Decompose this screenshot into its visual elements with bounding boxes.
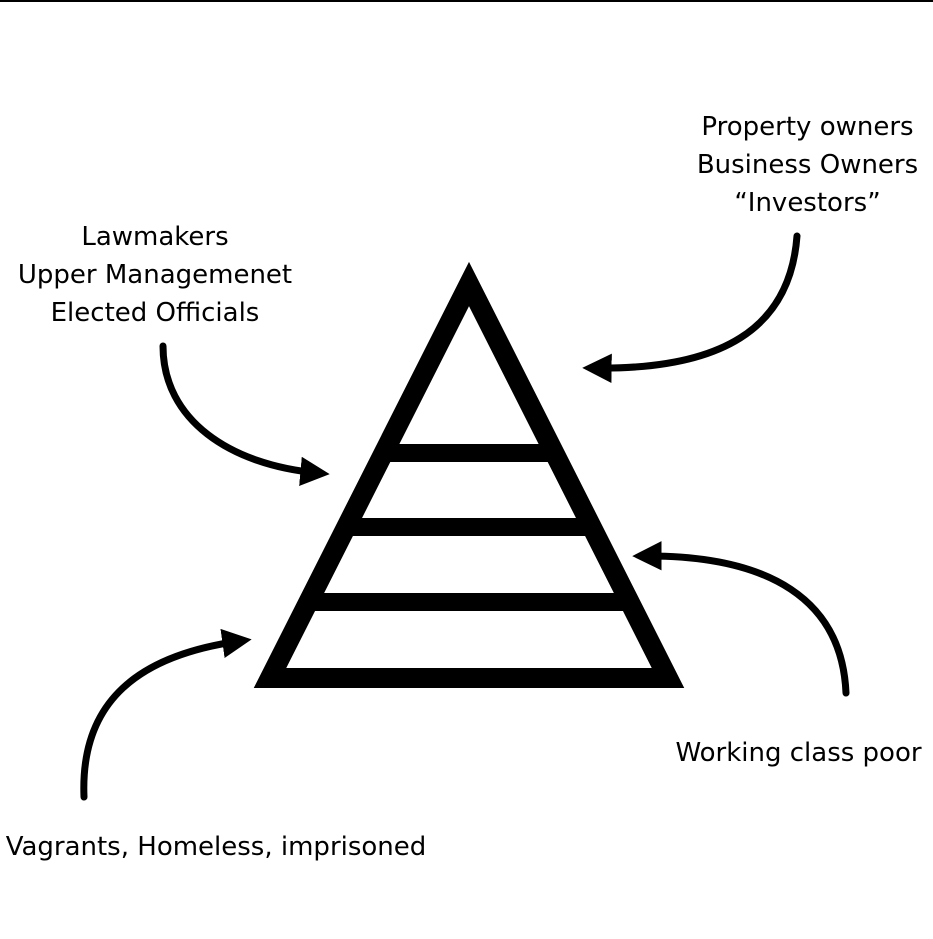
curved-arrow-top-left bbox=[159, 342, 330, 487]
label-property-owners: Property owners bbox=[701, 112, 914, 142]
label-upper-management: Upper Managemenet bbox=[17, 260, 293, 290]
label-top-right: Property owners Business Owners “Investo… bbox=[682, 108, 933, 222]
label-vagrants-homeless-imprisoned: Vagrants, Homeless, imprisoned bbox=[5, 832, 427, 862]
pyramid-outline bbox=[253, 261, 685, 688]
label-working-class-poor: Working class poor bbox=[675, 738, 922, 768]
label-elected-officials: Elected Officials bbox=[50, 298, 260, 328]
top-border-line bbox=[0, 0, 933, 2]
label-investors: “Investors” bbox=[734, 188, 881, 218]
label-top-left: Lawmakers Upper Managemenet Elected Offi… bbox=[0, 218, 310, 332]
curved-arrow-bottom-left bbox=[80, 628, 252, 801]
label-business-owners: Business Owners bbox=[696, 150, 919, 180]
label-lawmakers: Lawmakers bbox=[81, 222, 229, 252]
curved-arrow-bottom-right bbox=[632, 541, 850, 697]
curved-arrow-top-right bbox=[582, 232, 801, 383]
